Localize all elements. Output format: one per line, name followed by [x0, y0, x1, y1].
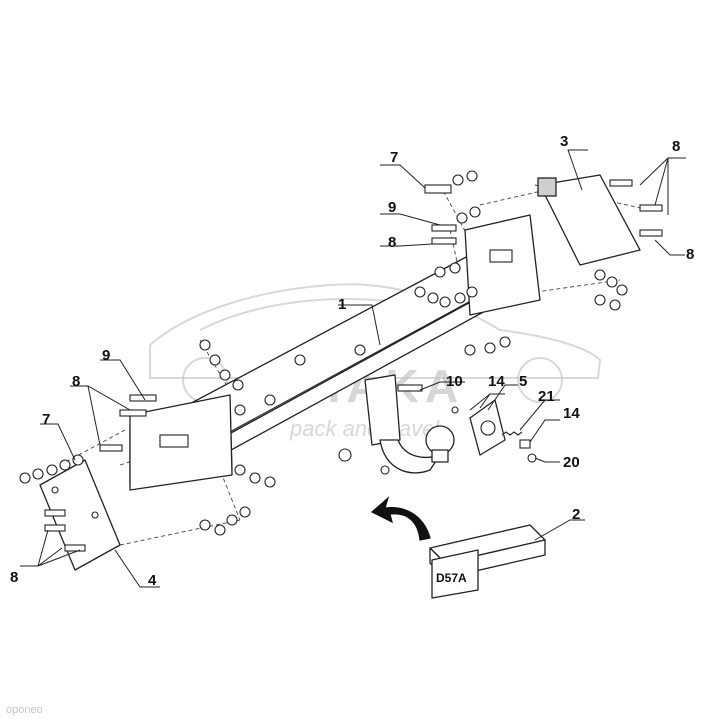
- callout-9-left: 9: [102, 347, 110, 364]
- callout-14-top: 14: [488, 373, 505, 390]
- hardware-cluster-left: [19, 339, 366, 552]
- kit-box-label: D57A: [436, 571, 467, 585]
- callout-2: 2: [572, 506, 580, 523]
- callout-7-left: 7: [42, 411, 50, 428]
- kit-box-2: D57A: [429, 524, 546, 599]
- socket-plate-5: [469, 399, 506, 456]
- right-bracket-3: [537, 174, 641, 266]
- leader-lines: [20, 149, 686, 588]
- callout-8-right-top: 8: [672, 138, 680, 155]
- callout-8-right-mid: 8: [388, 234, 396, 251]
- footer-watermark: oponeo: [6, 704, 43, 716]
- watermark-tagline: pack and travel: [289, 416, 440, 441]
- right-mount-plate: [464, 214, 541, 316]
- callout-7-right: 7: [390, 149, 398, 166]
- callout-20: 20: [563, 454, 580, 471]
- callout-3: 3: [560, 133, 568, 150]
- callout-1: 1: [338, 296, 346, 313]
- callout-8-right-bottom: 8: [686, 246, 694, 263]
- callout-9-right: 9: [388, 199, 396, 216]
- callout-8-left-bottom: 8: [10, 569, 18, 586]
- callout-5: 5: [519, 373, 527, 390]
- tow-ball-assembly: [338, 374, 455, 475]
- callout-4: 4: [148, 572, 157, 589]
- small-hardware: [451, 406, 537, 463]
- callouts: 1 2 3 4 5 7 7 8 8 8 8 8 9 9 10 14 14 20 …: [10, 133, 694, 589]
- callout-8-left-top: 8: [72, 373, 80, 390]
- callout-21: 21: [538, 388, 555, 405]
- callout-14-right: 14: [563, 405, 580, 422]
- assembly-arrow-icon: [370, 496, 431, 541]
- callout-10: 10: [446, 373, 463, 390]
- left-mount-plate: [129, 394, 233, 491]
- hardware-cluster-right: [397, 170, 663, 392]
